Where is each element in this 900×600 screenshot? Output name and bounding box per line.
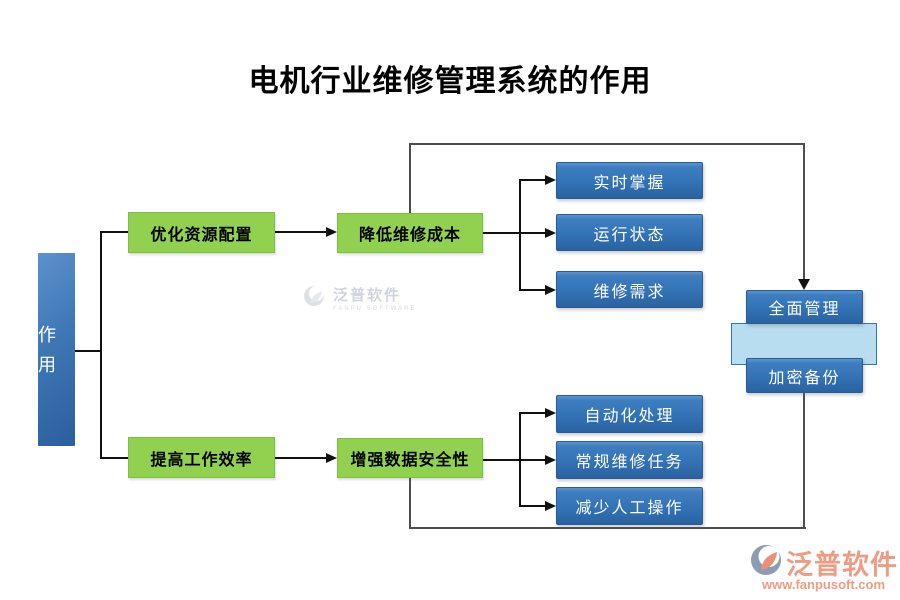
- page-title: 电机行业维修管理系统的作用: [248, 65, 652, 98]
- node-improve-work-efficiency: 提高工作效率: [128, 437, 275, 478]
- arrowhead-right-icon: [545, 455, 556, 465]
- watermark-text: 泛普软件 FANPU SOFTWARE: [333, 284, 416, 312]
- frame-line-bottom-left-vertical: [409, 478, 411, 529]
- node-reduce-maintenance-cost: 降低维修成本: [337, 213, 483, 253]
- fanpu-logo-icon: [750, 543, 784, 582]
- connector-leaf-line: [521, 179, 545, 181]
- frame-line-bottom-horizontal: [409, 527, 806, 529]
- connector-leaf-line: [521, 505, 545, 507]
- frame-line-right-bottom-vertical: [803, 393, 805, 529]
- watermark-name: 泛普软件: [333, 287, 402, 304]
- connector-left-vertical: [100, 231, 102, 459]
- frame-line-top-horizontal: [409, 143, 805, 145]
- node-routine-maintenance-tasks: 常规维修任务: [556, 441, 703, 479]
- connector-branch2-horizontal: [102, 457, 128, 459]
- root-node-role: 作用: [38, 253, 75, 446]
- watermark: 泛普软件 FANPU SOFTWARE: [303, 284, 416, 313]
- arrowhead-right-icon: [545, 501, 556, 511]
- connector-branch1-horizontal: [102, 231, 128, 233]
- node-realtime-grasp: 实时掌握: [556, 162, 703, 199]
- arrowhead-right-icon: [326, 227, 337, 237]
- frame-line-top-left-vertical: [409, 143, 411, 213]
- connector-arrow-line-bottom: [275, 457, 326, 459]
- node-maintenance-demand: 维修需求: [556, 271, 703, 308]
- arrowhead-right-icon: [326, 453, 337, 463]
- node-full-management: 全面管理: [746, 290, 863, 324]
- connector-leaf-line: [521, 412, 545, 414]
- footer-logo: 泛普软件 www.fanpusoft.com: [750, 543, 900, 592]
- connector-arrow-line-top: [275, 231, 326, 233]
- connector-leaf-line: [483, 459, 545, 461]
- node-operation-status: 运行状态: [556, 214, 703, 251]
- connector-root-horizontal: [75, 350, 100, 352]
- connector-leaf-line: [483, 232, 545, 234]
- node-optimize-resource-allocation: 优化资源配置: [128, 212, 275, 253]
- frame-line-right-top-vertical: [803, 143, 805, 279]
- node-enhance-data-security: 增强数据安全性: [337, 438, 483, 478]
- node-encrypted-backup: 加密备份: [746, 358, 863, 393]
- footer-logo-name: 泛普软件: [786, 550, 898, 580]
- root-node-label: 作用: [38, 324, 58, 375]
- arrowhead-right-icon: [545, 285, 556, 295]
- arrowhead-right-icon: [545, 175, 556, 185]
- connector-leaf-line: [521, 289, 545, 291]
- arrowhead-down-icon: [798, 279, 810, 290]
- arrowhead-right-icon: [545, 228, 556, 238]
- node-reduce-manual-operation: 减少人工操作: [556, 487, 703, 525]
- connector-top-leaf-vertical: [519, 179, 521, 291]
- footer-logo-row: 泛普软件: [750, 543, 900, 582]
- footer-logo-url: www.fanpusoft.com: [762, 577, 886, 592]
- node-automated-processing: 自动化处理: [556, 395, 703, 433]
- watermark-logo-icon: [303, 284, 327, 313]
- watermark-subtitle: FANPU SOFTWARE: [333, 306, 417, 312]
- arrowhead-right-icon: [545, 408, 556, 418]
